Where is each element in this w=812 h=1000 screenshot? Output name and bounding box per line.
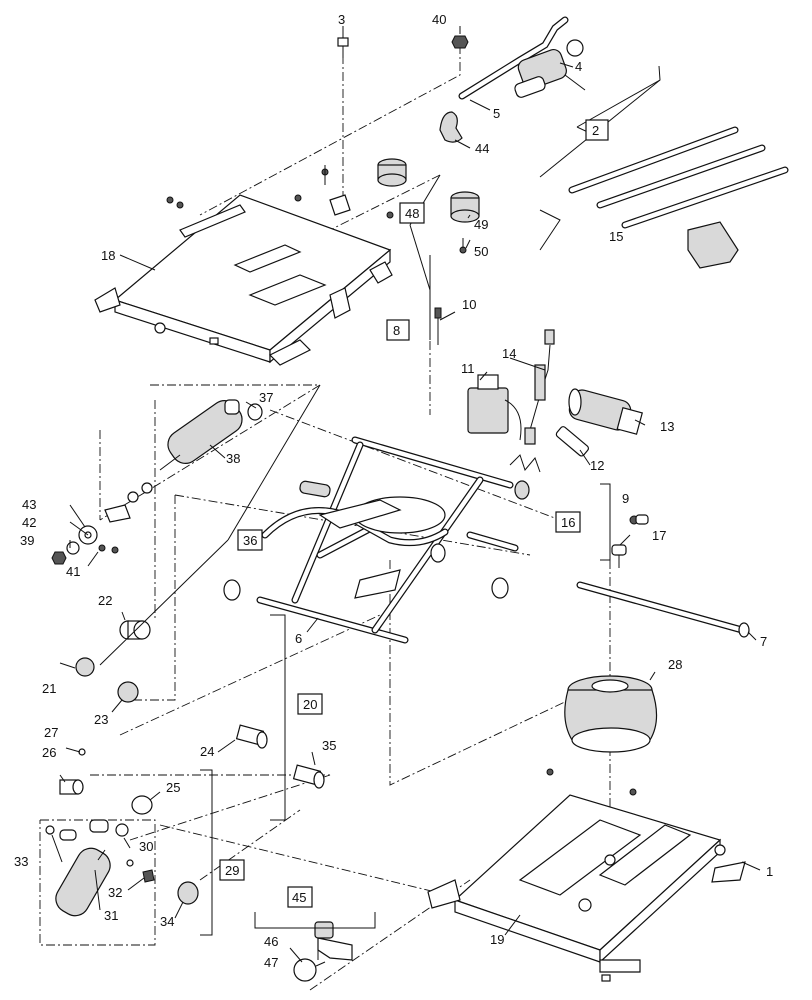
callout-11: 11 bbox=[461, 361, 475, 376]
callout-boxes bbox=[219, 119, 609, 908]
screw-50 bbox=[459, 238, 467, 254]
callout-17: 17 bbox=[652, 528, 666, 543]
callout-1: 1 bbox=[766, 864, 773, 879]
callout-15: 15 bbox=[609, 229, 623, 244]
callout-29: 29 bbox=[225, 863, 239, 878]
callout-4: 4 bbox=[575, 59, 582, 74]
callout-7: 7 bbox=[760, 634, 767, 649]
motor-13 bbox=[568, 388, 643, 435]
hardware-small bbox=[51, 482, 153, 565]
callout-34: 34 bbox=[160, 914, 174, 929]
bushing-37 bbox=[247, 403, 263, 421]
lever-44 bbox=[439, 111, 463, 143]
frame-rollers bbox=[223, 480, 530, 601]
callout-46: 46 bbox=[264, 934, 278, 949]
callout-12: 12 bbox=[590, 458, 604, 473]
callout-22: 22 bbox=[98, 593, 112, 608]
callout-labels: 1 2 3 4 5 6 7 8 9 10 11 12 13 14 15 16 1… bbox=[14, 12, 773, 970]
fitting-9-17 bbox=[611, 514, 649, 568]
connector-10 bbox=[434, 307, 442, 345]
callout-37: 37 bbox=[259, 390, 273, 405]
callout-9: 9 bbox=[622, 491, 629, 506]
callout-49: 49 bbox=[474, 217, 488, 232]
callout-25: 25 bbox=[166, 780, 180, 795]
pin-35 bbox=[292, 764, 325, 789]
callout-19: 19 bbox=[490, 932, 504, 947]
upper-seat-plate bbox=[94, 194, 393, 366]
callout-10: 10 bbox=[462, 297, 476, 312]
scissor-frame bbox=[256, 436, 519, 644]
bracket-46 bbox=[314, 921, 353, 961]
callout-30: 30 bbox=[139, 839, 153, 854]
callout-16: 16 bbox=[561, 515, 575, 530]
wire-links bbox=[509, 454, 541, 473]
valve-assembly bbox=[458, 16, 586, 100]
callout-23: 23 bbox=[94, 712, 108, 727]
rod-kit bbox=[568, 126, 789, 269]
hardware-lower bbox=[45, 825, 199, 905]
callout-2: 2 bbox=[592, 123, 599, 138]
bushing-25 bbox=[131, 795, 153, 815]
nut-40 bbox=[451, 35, 469, 49]
air-spring-28 bbox=[564, 675, 658, 753]
callout-18: 18 bbox=[101, 248, 115, 263]
callout-6: 6 bbox=[295, 631, 302, 646]
callout-41: 41 bbox=[66, 564, 80, 579]
callout-14: 14 bbox=[502, 346, 516, 361]
shock-38 bbox=[159, 399, 243, 471]
plate-screws bbox=[166, 165, 394, 219]
callout-28: 28 bbox=[668, 657, 682, 672]
callout-48: 48 bbox=[405, 206, 419, 221]
callout-8: 8 bbox=[393, 323, 400, 338]
callout-20: 20 bbox=[303, 697, 317, 712]
callout-33: 33 bbox=[14, 854, 28, 869]
knob-47 bbox=[293, 958, 326, 982]
callout-42: 42 bbox=[22, 515, 36, 530]
lower-base-plate bbox=[427, 794, 746, 973]
callout-50: 50 bbox=[474, 244, 488, 259]
bushing-22 bbox=[119, 620, 151, 640]
callout-44: 44 bbox=[475, 141, 489, 156]
callout-27: 27 bbox=[44, 725, 58, 740]
callout-13: 13 bbox=[660, 419, 674, 434]
callout-43: 43 bbox=[22, 497, 36, 512]
callout-40: 40 bbox=[432, 12, 446, 27]
base-screws bbox=[546, 768, 637, 982]
callout-31: 31 bbox=[104, 908, 118, 923]
bracket-12 bbox=[555, 426, 590, 457]
bumper-49 bbox=[377, 158, 480, 223]
shaft-7 bbox=[576, 581, 750, 638]
callout-45: 45 bbox=[292, 890, 306, 905]
bushing-23 bbox=[117, 681, 139, 703]
switch-11 bbox=[467, 374, 522, 441]
callout-21: 21 bbox=[42, 681, 56, 696]
callout-26: 26 bbox=[42, 745, 56, 760]
callout-24: 24 bbox=[200, 744, 214, 759]
shock-31 bbox=[55, 819, 129, 917]
harness-14 bbox=[524, 329, 555, 445]
callout-38: 38 bbox=[226, 451, 240, 466]
callout-39: 39 bbox=[20, 533, 34, 548]
bushing-26 bbox=[59, 779, 84, 795]
callout-35: 35 bbox=[322, 738, 336, 753]
callout-32: 32 bbox=[108, 885, 122, 900]
bolt-3 bbox=[337, 37, 349, 58]
bushing-21 bbox=[75, 657, 95, 677]
callout-3: 3 bbox=[338, 12, 345, 27]
callout-36: 36 bbox=[243, 533, 257, 548]
callout-5: 5 bbox=[493, 106, 500, 121]
callout-47: 47 bbox=[264, 955, 278, 970]
pin-24 bbox=[235, 724, 268, 749]
